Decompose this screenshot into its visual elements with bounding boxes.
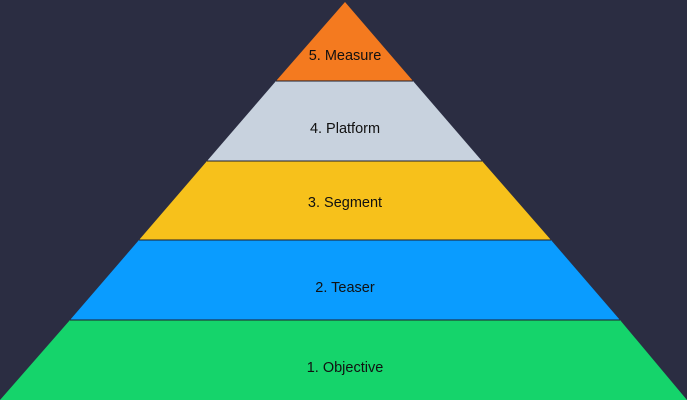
tier-measure-label: 5. Measure: [309, 48, 382, 64]
tier-objective: 1. Objective: [0, 320, 687, 400]
tier-segment: 3. Segment: [139, 161, 551, 240]
tier-teaser-label: 2. Teaser: [315, 280, 375, 296]
tier-teaser: 2. Teaser: [70, 240, 620, 320]
tier-teaser-shape: [70, 240, 620, 320]
tier-objective-shape: [0, 320, 687, 400]
tier-platform-shape: [207, 81, 482, 161]
tier-measure: 5. Measure: [276, 2, 413, 81]
tier-measure-shape: [276, 2, 413, 81]
tier-segment-label: 3. Segment: [308, 195, 382, 211]
tier-objective-label: 1. Objective: [307, 360, 384, 376]
tier-platform: 4. Platform: [207, 81, 482, 161]
tier-platform-label: 4. Platform: [310, 121, 380, 137]
tier-segment-shape: [139, 161, 551, 240]
